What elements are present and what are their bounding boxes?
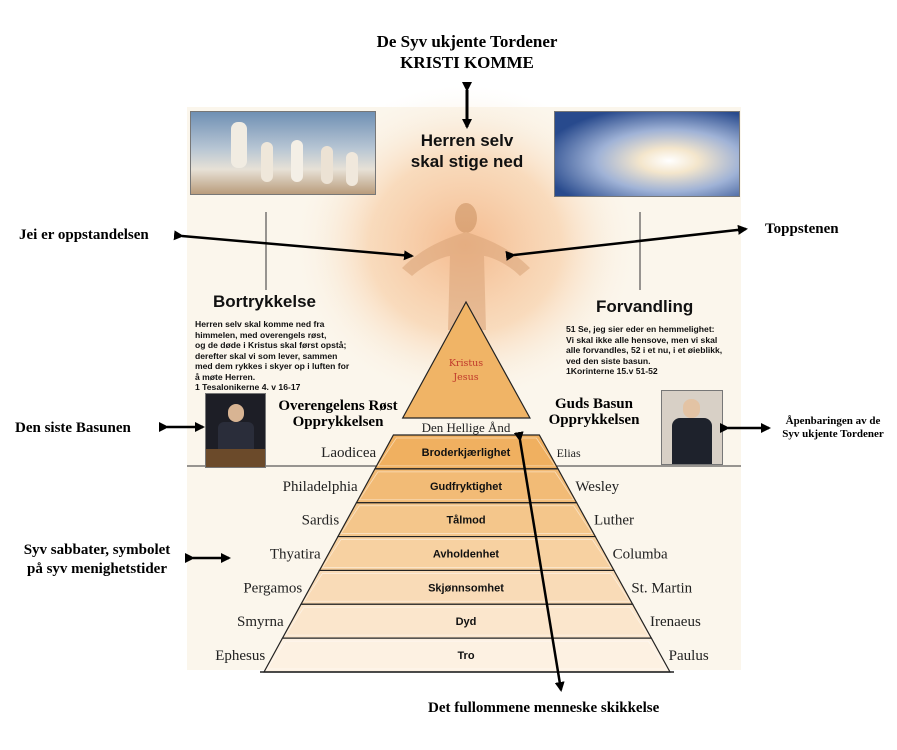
virtue-label: Tålmod	[446, 515, 485, 527]
rapture-line: med dem rykkes i skyer op i luften for	[195, 361, 350, 371]
capstone-text-line2: Jesus	[453, 372, 479, 383]
sabbaths-label-line2: på syv menighetstider	[27, 561, 167, 577]
rapture-line: derefter skal vi som lever, sammen	[195, 350, 338, 361]
revelation-label: Åpenbaringen av de Syv ukjente Tordener	[772, 415, 894, 441]
capstone-label: Toppstenen	[765, 221, 839, 237]
transformation-line: alle forvandles, 52 i et nu, i et øiebli…	[566, 345, 723, 355]
capstone-arrow	[505, 224, 748, 261]
virtue-label: Skjønnsomhet	[428, 582, 504, 594]
virtue-label: Gudfryktighet	[430, 481, 502, 493]
resurrection-label: Jei er oppstandelsen	[19, 227, 149, 243]
virtue-label: Tro	[457, 650, 474, 662]
last-trumpet-label: Den siste Basunen	[15, 420, 131, 436]
rapture-line: å møte Herren.	[195, 371, 256, 382]
pyramid-level-inner-line	[340, 505, 594, 534]
portrait-photo	[661, 390, 723, 465]
perfect-man-arrow	[513, 431, 565, 692]
light-burst-photo	[554, 111, 740, 197]
church-age-label: Sardis	[302, 513, 340, 529]
gods-trumpet-line1: Guds Basun	[555, 396, 633, 412]
center-heading-line2: skal stige ned	[410, 152, 524, 171]
virtue-label: Dyd	[456, 616, 477, 628]
messenger-label: Wesley	[575, 479, 619, 495]
voice-archangel-line2: Opprykkelsen	[292, 414, 384, 430]
bottom-label: Det fullommene menneske skikkelse	[428, 700, 660, 716]
virtue-label: Avholdenhet	[433, 549, 500, 561]
sabbaths-label-line1: Syv sabbater, symbolet	[23, 542, 171, 558]
rapture-text: Herren selv skal komme ned fra himmelen,…	[195, 319, 395, 393]
resurrection-arrow	[173, 230, 414, 261]
capstone-text-line1: Kristus	[448, 358, 484, 369]
preacher-photo	[205, 393, 266, 468]
center-heading-line1: Herren selv	[420, 131, 514, 150]
transformation-line: 51 Se, jeg sier eder en hemmelighet:	[566, 324, 715, 334]
transformation-line: Vi skal ikke alle hensove, men vi skal	[566, 334, 718, 345]
top-title-line2: KRISTI KOMME	[400, 53, 534, 72]
pyramid-level-inner-line	[358, 471, 575, 501]
center-heading: Herren selv skal stige ned	[370, 130, 564, 172]
revelation-label-line2: Syv ukjente Tordener	[782, 428, 884, 440]
revelation-label-line1: Åpenbaringen av de	[785, 415, 881, 427]
holy-spirit-label: Den Hellige Ånd	[421, 420, 511, 435]
gods-trumpet-label: Guds Basun Opprykkelsen	[540, 396, 648, 428]
messenger-label: Paulus	[669, 648, 709, 664]
messenger-label: Luther	[594, 513, 634, 529]
rapture-title: Bortrykkelse	[213, 292, 317, 311]
church-age-label: Thyatira	[270, 547, 321, 563]
top-title-line1: De Syv ukjente Tordener	[376, 32, 558, 51]
transformation-title: Forvandling	[596, 297, 694, 316]
pyramid-capstone	[401, 300, 531, 419]
rapture-line: og de døde i Kristus skal først opstå;	[195, 340, 347, 350]
church-age-label: Ephesus	[215, 648, 265, 664]
top-title: De Syv ukjente Tordener KRISTI KOMME	[300, 31, 634, 73]
church-age-label: Pergamos	[243, 580, 302, 596]
church-age-label: Philadelphia	[283, 479, 358, 495]
church-age-label: Smyrna	[237, 614, 284, 630]
messenger-label: Irenaeus	[650, 614, 701, 630]
transformation-line: 1Korinterne 15.v 51-52	[566, 366, 658, 376]
capstone-text: Kristus Jesus	[431, 357, 501, 385]
messenger-label: St. Martin	[631, 580, 692, 596]
transformation-line: ved den siste basun.	[566, 355, 651, 366]
transformation-text: 51 Se, jeg sier eder en hemmelighet: Vi …	[566, 324, 746, 377]
gods-trumpet-line2: Opprykkelsen	[548, 412, 640, 428]
church-age-label: Laodicea	[321, 445, 376, 461]
virtue-label: Broderkjærlighet	[422, 447, 511, 459]
pyramid-level-inner-line	[321, 539, 612, 568]
rapture-line: 1 Tesalonikerne 4. v 16-17	[195, 382, 301, 392]
sabbaths-label: Syv sabbater, symbolet på syv menighetst…	[4, 541, 190, 579]
voice-archangel-line1: Overengelens Røst	[278, 398, 398, 414]
messenger-label: Columba	[613, 547, 668, 563]
rapture-line: himmelen, med overengels røst,	[195, 329, 327, 340]
christ-figure	[402, 203, 530, 330]
angels-photo	[190, 111, 376, 195]
rapture-line: Herren selv skal komme ned fra	[195, 319, 325, 329]
voice-archangel-label: Overengelens Røst Opprykkelsen	[270, 398, 406, 430]
